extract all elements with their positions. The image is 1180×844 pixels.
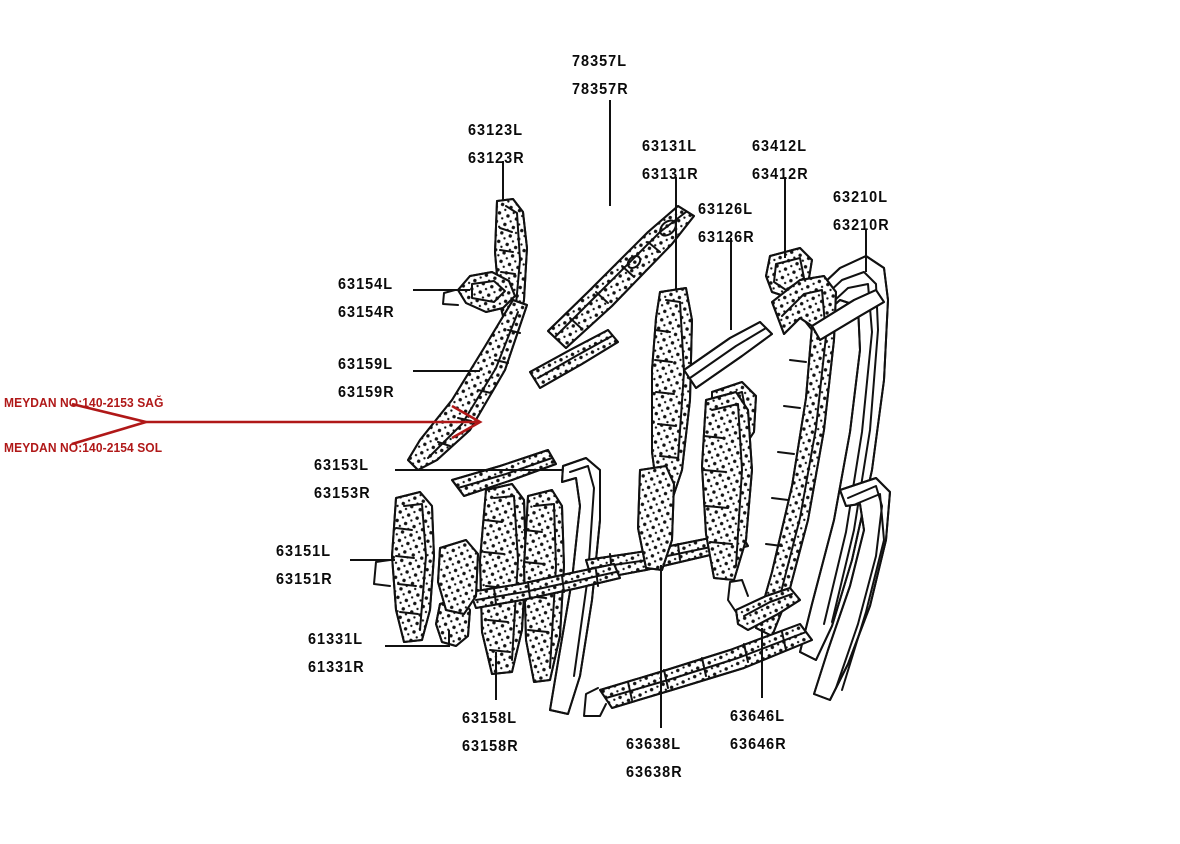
callout-63126-left: 63126L (698, 201, 754, 218)
callout-63154: 63154L 63154R (338, 271, 395, 327)
callout-63158-left: 63158L (462, 710, 518, 727)
callout-63151-right: 63151R (276, 571, 333, 588)
part-waist-slat-left (529, 329, 619, 389)
callout-63638-right: 63638R (626, 764, 683, 781)
callout-63131: 63131L 63131R (642, 133, 699, 189)
part-63158 (451, 483, 527, 675)
callout-63638: 63638L 63638R (626, 731, 683, 787)
red-fork-arrow (71, 402, 483, 446)
callout-63646: 63646L 63646R (730, 703, 787, 759)
part-63159 (407, 299, 528, 471)
callout-63131-right: 63131R (642, 166, 699, 183)
part-front-pillar-lower-arc (451, 449, 557, 497)
annotation-sag: MEYDAN NO:140-2153 SAĞ (4, 396, 164, 410)
callout-63154-right: 63154R (338, 304, 395, 321)
part-centre-pillar-reinf (701, 391, 753, 581)
callout-63153: 63153L 63153R (314, 452, 371, 508)
part-rear-quarter-lower (813, 477, 891, 701)
callout-63123: 63123L 63123R (468, 117, 525, 173)
callout-78357-left: 78357L (572, 53, 628, 70)
callout-63158-right: 63158R (462, 738, 519, 755)
callout-61331: 61331L 61331R (308, 626, 365, 682)
part-slat-right (811, 289, 885, 341)
callout-63126-right: 63126R (698, 229, 755, 246)
arrow-tail-upper (71, 402, 147, 424)
callout-63210-left: 63210L (833, 189, 889, 206)
part-63131-lower (637, 465, 675, 571)
callout-63131-left: 63131L (642, 138, 698, 155)
callout-63412-right: 63412R (752, 166, 809, 183)
callout-63646-right: 63646R (730, 736, 787, 753)
callout-63159-right: 63159R (338, 384, 395, 401)
callout-63412-left: 63412L (752, 138, 808, 155)
arrow-head (451, 404, 483, 440)
part-63151 (373, 491, 435, 643)
callout-63646-left: 63646L (730, 708, 786, 725)
annotation-sol: MEYDAN NO:140-2154 SOL (4, 441, 163, 455)
part-lower-slat-left (469, 563, 621, 609)
callout-63154-left: 63154L (338, 276, 394, 293)
part-rocker-outer (583, 623, 813, 717)
callout-63123-right: 63123R (468, 150, 525, 167)
callout-63638-left: 63638L (626, 736, 682, 753)
callout-63412: 63412L 63412R (752, 133, 809, 189)
part-63126 (683, 321, 773, 389)
arrow-tail-lower (71, 420, 147, 446)
part-78357 (547, 205, 695, 349)
callout-61331-left: 61331L (308, 631, 364, 648)
callout-63153-right: 63153R (314, 485, 371, 502)
callout-63123-left: 63123L (468, 122, 524, 139)
callout-63210: 63210L 63210R (833, 184, 890, 240)
callout-61331-right: 61331R (308, 659, 365, 676)
callout-63153-left: 63153L (314, 457, 370, 474)
leader-lines (350, 100, 867, 728)
callout-63158: 63158L 63158R (462, 705, 519, 761)
part-63646 (727, 579, 801, 631)
part-63154 (442, 271, 516, 313)
leader-61331 (385, 630, 450, 647)
callout-63126: 63126L 63126R (698, 196, 755, 252)
callout-63159-left: 63159L (338, 356, 394, 373)
callout-63151-left: 63151L (276, 543, 332, 560)
callout-63159: 63159L 63159R (338, 351, 395, 407)
callout-63210-right: 63210R (833, 217, 890, 234)
callout-78357: 78357L 78357R (572, 48, 629, 104)
callout-63151: 63151L 63151R (276, 538, 333, 594)
callout-78357-right: 78357R (572, 81, 629, 98)
part-dash-side (437, 539, 479, 615)
